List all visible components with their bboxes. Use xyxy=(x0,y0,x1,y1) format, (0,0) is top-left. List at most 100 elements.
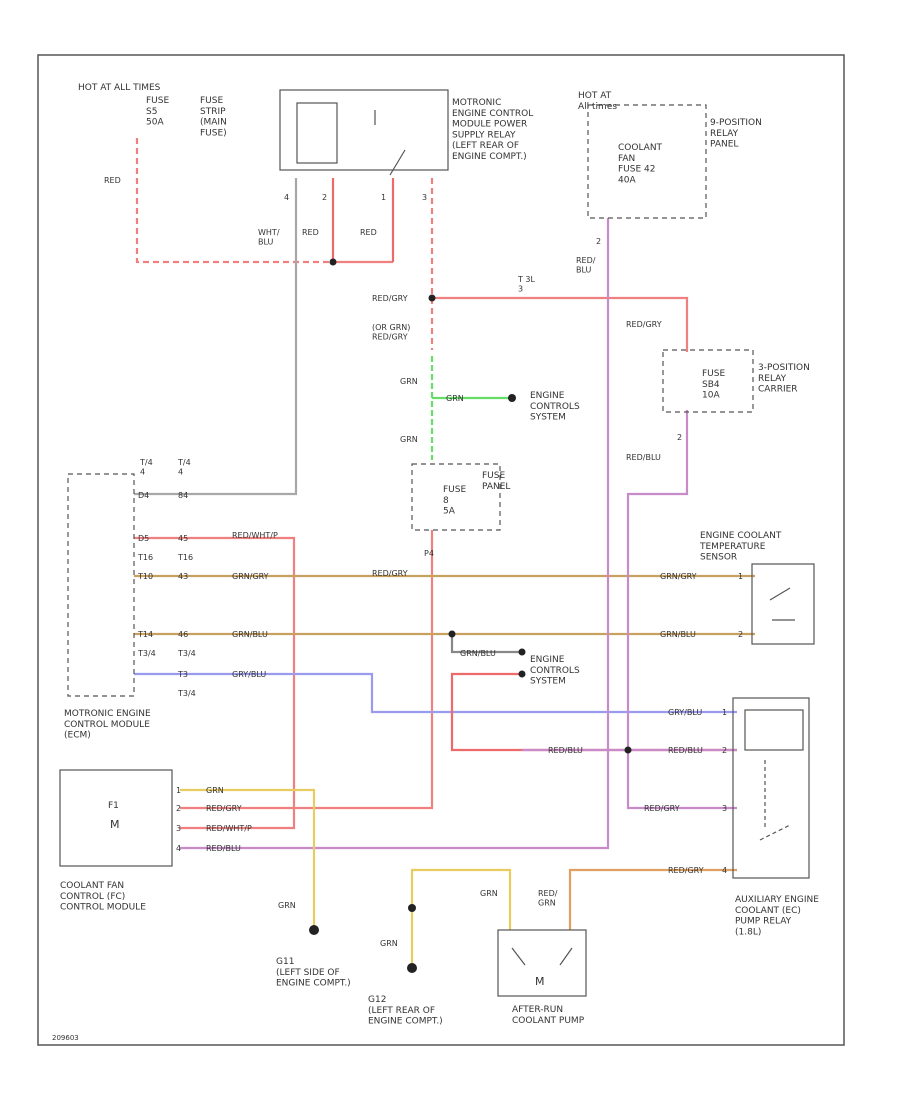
junction-dot xyxy=(408,904,416,912)
ecm-pin-b-0: 84 xyxy=(178,491,188,500)
wire-label: GRN xyxy=(206,786,224,795)
aux-relay-switch xyxy=(759,760,791,841)
junction-dot xyxy=(518,670,526,678)
power-relay-coil xyxy=(296,102,338,164)
wire-label: RED xyxy=(360,228,377,237)
wire-grn-g12-pump xyxy=(410,868,512,968)
wire-label: GRN/BLU xyxy=(660,630,696,639)
diagram-id: 209603 xyxy=(52,1034,79,1042)
wire-red-wht-p xyxy=(134,536,296,830)
ect-pin-1: 1 xyxy=(738,572,743,581)
aux-relay-pin-2: 2 xyxy=(722,746,727,755)
wire-label: RED/WHT/P xyxy=(232,531,278,540)
aux-pump-relay-box xyxy=(732,697,810,879)
wire-label: RED/BLU xyxy=(626,453,661,462)
junction-layer xyxy=(309,258,632,973)
wire-wht-blu xyxy=(134,178,298,496)
relay-pin-2: 2 xyxy=(322,193,327,202)
pump-motor: M xyxy=(535,975,545,988)
wire-label: RED/BLU xyxy=(206,844,241,853)
junction-dot xyxy=(518,648,526,656)
relay-pin-3: 3 xyxy=(422,193,427,202)
wire-red-blu-carrier xyxy=(626,410,737,810)
wire-layer xyxy=(134,138,755,968)
wire-grn-blu-branch xyxy=(450,634,522,654)
wire-label: RED/GRY xyxy=(668,866,704,875)
junction-dot xyxy=(428,294,436,302)
aux-relay-pin-3: 3 xyxy=(722,804,727,813)
ect-sensor-symbol xyxy=(769,587,795,621)
fan-module-pin-3: 3 xyxy=(176,824,181,833)
wire-red-p4 xyxy=(180,530,434,810)
relay-panel-pin-2: 2 xyxy=(596,237,601,246)
aux-relay-coil xyxy=(744,709,804,751)
ecm-pin-b-7: T3/4 xyxy=(177,689,196,698)
junction-dot xyxy=(329,258,337,266)
wire-label: GRN/GRY xyxy=(660,572,697,581)
ground-g11-symbol xyxy=(309,925,319,935)
wire-label: GRN/GRY xyxy=(232,572,269,581)
wire-label: RED/GRY xyxy=(644,804,680,813)
wire-label: GRY/BLU xyxy=(668,708,702,717)
wire-label: GRN xyxy=(400,435,418,444)
pump-symbol xyxy=(511,947,573,966)
wire-label: RED/BLU xyxy=(548,746,583,755)
wire-label: GRN xyxy=(380,939,398,948)
wire-label: RED/WHT/P xyxy=(206,824,252,833)
aux-relay-pin-4: 4 xyxy=(722,866,727,875)
fan-module-motor: M xyxy=(110,818,120,831)
power-relay-switch xyxy=(374,110,406,176)
wire-red-grn-pump xyxy=(568,868,737,930)
after-run-pump-box xyxy=(497,929,587,997)
wire-red-fuse-strip xyxy=(135,138,333,264)
junction-dot xyxy=(448,630,456,638)
fan-module-inner: F1 xyxy=(108,801,119,811)
fuse-panel-pin-p4: P4 xyxy=(424,549,434,558)
wire-red-gry-top xyxy=(432,296,689,352)
relay-pin-4: 4 xyxy=(284,193,289,202)
power-relay-box xyxy=(279,89,449,171)
wire-label: RED xyxy=(302,228,319,237)
ecm-pin-b-6: T3 xyxy=(177,670,188,679)
ecm-pin-b-5: T3/4 xyxy=(177,649,196,658)
ecm-pin-a-3: T10 xyxy=(137,572,153,581)
fan-module-pin-1: 1 xyxy=(176,786,181,795)
wire-label: GRN xyxy=(480,889,498,898)
ecm-pin-a-4: T14 xyxy=(137,630,153,639)
ecm-pin-b-1: 45 xyxy=(178,534,188,543)
ecm-pin-b-4: 46 xyxy=(178,630,188,639)
relay-pin-1: 1 xyxy=(381,193,386,202)
wire-label: RED/BLU xyxy=(668,746,703,755)
fan-module-box xyxy=(59,769,173,867)
relay-carrier-box xyxy=(662,349,754,413)
junction-dot xyxy=(508,394,516,402)
wire-label: RED/GRY xyxy=(372,569,408,578)
wire-grn-g11 xyxy=(180,788,316,928)
wire-label: RED/GRY xyxy=(206,804,242,813)
wire-red-blu-fan-fuse xyxy=(180,218,610,850)
ecm-pin-a-0: D4 xyxy=(138,491,149,500)
ecm-pin-a-1: D5 xyxy=(138,534,149,543)
